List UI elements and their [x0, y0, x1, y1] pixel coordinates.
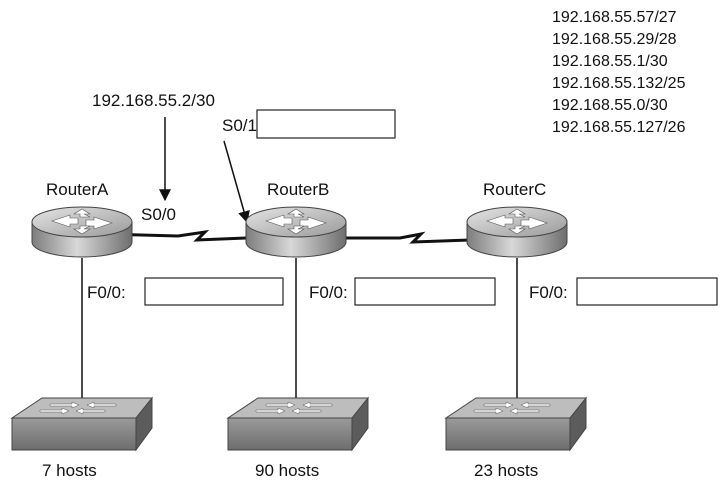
routerA-f00-answer-box[interactable]	[144, 277, 284, 306]
routerA-name: RouterA	[46, 180, 109, 199]
routerA-serial-label: S0/0	[141, 205, 176, 224]
routerB-serial-answer-box[interactable]	[256, 109, 396, 139]
switchC-icon	[444, 396, 588, 452]
routerC-name: RouterC	[483, 180, 546, 199]
address-item: 192.168.55.57/27	[552, 9, 677, 26]
routerC-icon	[466, 206, 568, 258]
lan-a-host-count: 7 hosts	[42, 461, 97, 480]
routerC-f00-label: F0/0:	[529, 283, 568, 302]
lan-b-host-count: 90 hosts	[255, 461, 319, 480]
switchA-icon	[10, 396, 154, 452]
address-item: 192.168.55.29/28	[552, 31, 677, 48]
serial-link-address-label: 192.168.55.2/30	[92, 91, 215, 110]
serial-link-b-c	[338, 231, 471, 244]
lan-c-host-count: 23 hosts	[474, 461, 538, 480]
routerB-f00-answer-box[interactable]	[354, 277, 496, 306]
address-list: 192.168.55.57/27 192.168.55.29/28 192.16…	[552, 9, 686, 136]
routerB-serial-arrow	[223, 140, 250, 224]
address-item: 192.168.55.127/26	[552, 119, 686, 136]
routerB-serial-label: S0/1:	[222, 116, 262, 135]
address-item: 192.168.55.1/30	[552, 53, 668, 70]
routerA-icon	[31, 206, 133, 258]
address-item: 192.168.55.0/30	[552, 97, 668, 114]
address-item: 192.168.55.132/25	[552, 75, 686, 92]
routerB-f00-label: F0/0:	[309, 283, 348, 302]
switchB-icon	[226, 396, 370, 452]
routerB-name: RouterB	[267, 180, 329, 199]
routerC-f00-answer-box[interactable]	[576, 277, 718, 306]
serial-link-a-b	[105, 229, 247, 242]
routerB-icon	[245, 206, 347, 258]
routerA-f00-label: F0/0:	[87, 283, 126, 302]
